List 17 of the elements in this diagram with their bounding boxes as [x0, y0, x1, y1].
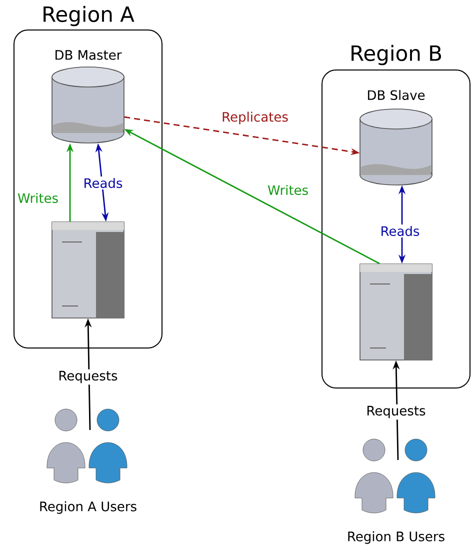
- users-label: Region B Users: [348, 531, 444, 544]
- edge-label: Reads: [378, 224, 422, 238]
- database-cylinder: DB Slave: [360, 90, 432, 186]
- region-heading: Region B: [352, 44, 441, 66]
- edge-label: Requests: [56, 369, 120, 385]
- edge-label: Requests: [364, 404, 428, 420]
- edge-label: Replicates: [220, 110, 290, 126]
- server-drawing: [52, 222, 124, 318]
- node-label: DB Master: [56, 50, 122, 60]
- node-label: DB Slave: [368, 90, 425, 100]
- server-drawing: [360, 264, 432, 360]
- edge-label: Writes: [16, 191, 60, 205]
- database-cylinder: DB Master: [52, 50, 124, 144]
- edge-label: Reads: [82, 176, 124, 190]
- edge-label: Writes: [266, 183, 310, 197]
- users-label: Region A Users: [40, 501, 136, 514]
- region-heading: Region A: [44, 6, 134, 26]
